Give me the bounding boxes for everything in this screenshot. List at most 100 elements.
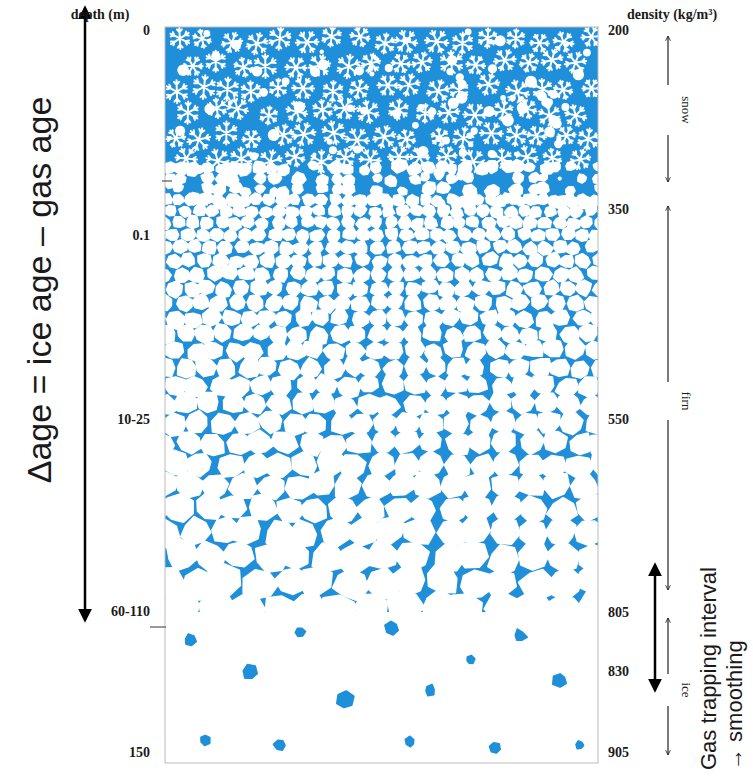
firn-grain bbox=[561, 256, 574, 267]
firn-grain bbox=[177, 296, 192, 311]
firn-grain bbox=[217, 165, 227, 173]
firn-grain bbox=[234, 205, 246, 216]
firn-grain bbox=[577, 495, 598, 521]
firn-grain bbox=[593, 175, 598, 184]
firn-grain bbox=[167, 539, 198, 571]
firn-grain bbox=[341, 183, 354, 195]
firn-grain bbox=[554, 217, 567, 228]
firn-grain bbox=[234, 325, 254, 340]
firn-grain bbox=[459, 228, 472, 240]
firn-grain bbox=[507, 240, 522, 252]
firn-grain bbox=[464, 327, 480, 341]
firn-grain bbox=[165, 269, 171, 282]
firn-grain bbox=[178, 432, 202, 453]
snow-dot bbox=[446, 68, 453, 75]
snow-dot bbox=[168, 136, 172, 140]
firn-grain bbox=[574, 521, 598, 545]
firn-grain bbox=[545, 207, 556, 216]
snowflake bbox=[466, 56, 485, 73]
firn-grain bbox=[242, 312, 258, 327]
firn-grain bbox=[511, 375, 534, 396]
firn-grain bbox=[202, 163, 213, 172]
snowflake bbox=[322, 27, 340, 47]
firn-grain bbox=[241, 216, 254, 227]
firn-grain bbox=[173, 240, 187, 253]
firn-grain bbox=[546, 517, 576, 546]
firn-grain bbox=[562, 227, 575, 239]
firn-grain bbox=[282, 296, 298, 310]
snow-dot bbox=[510, 95, 516, 101]
firn-grain bbox=[407, 163, 421, 175]
firn-grain bbox=[329, 160, 344, 173]
firn-grain bbox=[419, 432, 441, 451]
firn-grain bbox=[519, 229, 532, 240]
firn-grain bbox=[393, 195, 404, 206]
firn-grain bbox=[167, 255, 182, 269]
snowflake bbox=[520, 54, 538, 72]
snow-dot bbox=[329, 146, 337, 154]
firn-grain bbox=[593, 254, 598, 266]
snow-dot bbox=[272, 136, 276, 140]
firn-grain bbox=[443, 230, 456, 242]
firn-grain bbox=[194, 205, 206, 216]
firn-grain bbox=[576, 230, 588, 241]
firn-grain bbox=[395, 431, 420, 454]
firn-grain bbox=[257, 358, 276, 375]
tick bbox=[162, 180, 172, 181]
firn-grain bbox=[342, 195, 355, 206]
firn-grain bbox=[567, 243, 580, 255]
firn-grain bbox=[464, 252, 478, 266]
snow-dot bbox=[353, 145, 361, 153]
firn-grain bbox=[486, 268, 502, 282]
firn-grain bbox=[509, 194, 519, 204]
firn-grain bbox=[221, 266, 237, 279]
snowflake bbox=[578, 129, 598, 150]
zone-label: ice bbox=[679, 682, 694, 697]
firn-grain bbox=[178, 359, 195, 377]
firn-grain bbox=[400, 230, 414, 240]
firn-grain bbox=[593, 281, 598, 296]
firn-grain bbox=[491, 411, 516, 433]
firn-grain bbox=[219, 455, 245, 477]
firn-grain bbox=[423, 323, 440, 340]
snow-dot bbox=[459, 149, 467, 157]
firn-grain bbox=[198, 254, 211, 267]
firn-grain bbox=[229, 218, 241, 230]
firn-grain bbox=[554, 268, 568, 281]
firn-grain bbox=[241, 188, 251, 196]
firn-grain bbox=[395, 413, 421, 433]
snowflake bbox=[565, 53, 586, 73]
firn-grain bbox=[512, 394, 535, 413]
firn-grain bbox=[546, 229, 559, 240]
firn-grain bbox=[203, 343, 222, 359]
firn-grain bbox=[405, 358, 426, 376]
snow-dot bbox=[175, 126, 185, 136]
depth-value: 0.1 bbox=[133, 228, 151, 244]
firn-grain bbox=[165, 194, 171, 204]
firn-grain bbox=[217, 217, 229, 228]
firn-grain bbox=[424, 295, 439, 311]
firn-grain bbox=[544, 431, 567, 453]
firn-grain bbox=[285, 215, 297, 227]
air-bubble bbox=[576, 741, 583, 748]
firn-grain bbox=[580, 591, 598, 623]
snowflake bbox=[581, 28, 598, 46]
firn-grain bbox=[195, 326, 213, 343]
firn-grain bbox=[560, 413, 583, 434]
firn-grain bbox=[336, 475, 361, 497]
ice-body bbox=[165, 612, 598, 763]
firn-grain bbox=[437, 182, 450, 193]
firn-grain bbox=[512, 294, 530, 310]
firn-grain bbox=[173, 217, 184, 227]
firn-grain bbox=[489, 281, 504, 294]
firn-grain bbox=[483, 252, 498, 265]
firn-grain bbox=[405, 374, 426, 393]
firn-grain bbox=[322, 518, 351, 547]
firn-grain bbox=[342, 207, 353, 217]
firn-grain bbox=[586, 341, 598, 359]
firn-grain bbox=[486, 570, 516, 596]
air-bubble bbox=[516, 629, 528, 640]
firn-grain bbox=[521, 431, 544, 454]
firn-grain bbox=[185, 193, 196, 205]
